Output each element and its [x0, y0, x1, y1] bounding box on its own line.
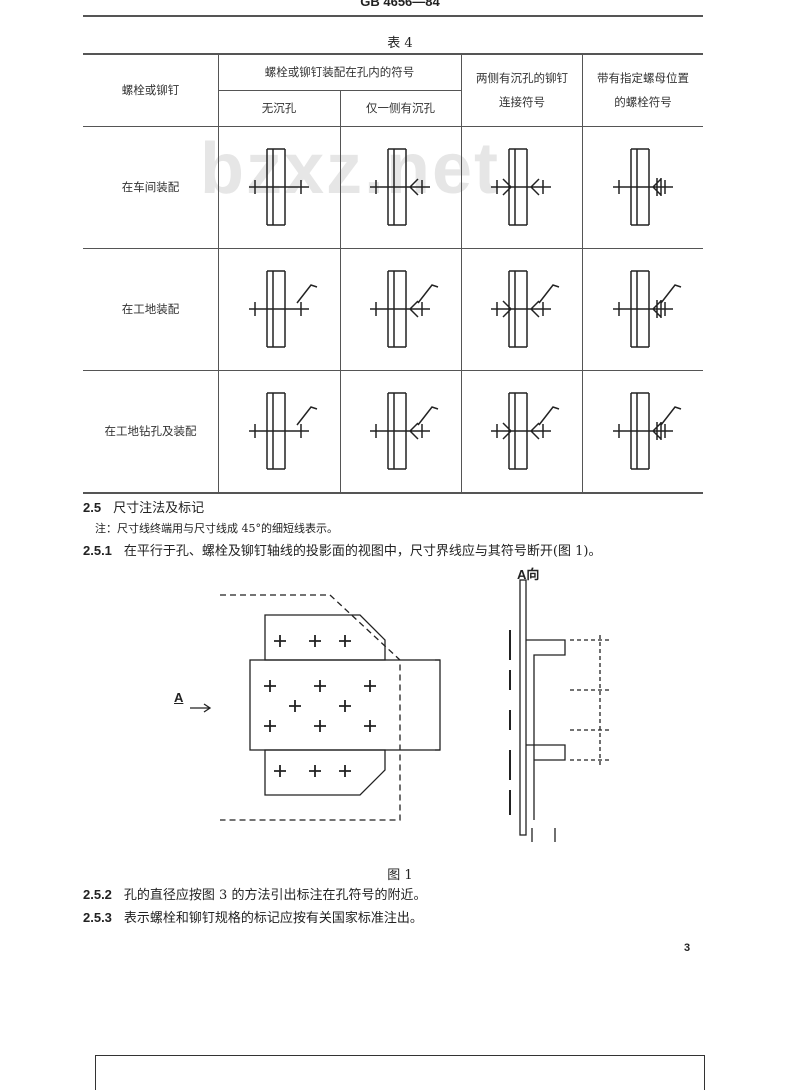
- bolt-symbol-r2-c4: [613, 270, 682, 348]
- table-caption: 表 4: [387, 36, 413, 51]
- standard-code: GB 4656—84: [360, 0, 440, 9]
- header-one-side-countersink: 仅一侧有沉孔: [366, 101, 435, 115]
- note: 注：尺寸线终端用与尺寸线成 45°的细短线表示。: [95, 522, 338, 535]
- figure-caption: 图 1: [387, 868, 413, 883]
- header-both-sides-countersink: 两侧有沉孔的铆钉连接符号: [476, 70, 568, 109]
- bottom-frame: [95, 1055, 705, 1090]
- bolt-symbol-r2-c3: [491, 270, 560, 348]
- bolt-symbol-r1-c3: [491, 148, 551, 226]
- header-nut-position: 带有指定螺母位置的螺栓符号: [597, 70, 689, 109]
- figure-arrow-label: A: [174, 690, 184, 705]
- bolt-symbol-r3-c3: [491, 392, 560, 470]
- bolt-symbol-r1-c4: [613, 148, 673, 226]
- bolt-symbol-r1-c1: [249, 148, 309, 226]
- page-number: 3: [684, 942, 691, 954]
- table-symbols: [249, 148, 682, 470]
- bolt-symbol-r1-c2: [370, 148, 430, 226]
- header-symbol-in-hole: 螺栓或铆钉装配在孔内的符号: [264, 64, 415, 79]
- bolt-symbol-r3-c4: [613, 392, 682, 470]
- figure-view-label: A向: [517, 567, 540, 582]
- bolt-symbol-r2-c2: [370, 270, 439, 348]
- figure-1-drawing: [190, 579, 610, 842]
- row-label-workshop: 在车间装配: [121, 180, 180, 194]
- header-rule: [83, 15, 703, 17]
- table-4: 螺栓或铆钉 螺栓或铆钉装配在孔内的符号 无沉孔 仅一侧有沉孔 两侧有沉孔的铆钉连…: [83, 53, 703, 494]
- bolt-symbol-r2-c1: [249, 270, 318, 348]
- header-no-countersink: 无沉孔: [261, 101, 297, 115]
- bolt-symbol-r3-c1: [249, 392, 318, 470]
- row-label-site: 在工地装配: [121, 302, 180, 316]
- row-label-site-drill: 在工地钻孔及装配: [104, 424, 197, 438]
- bolt-symbol-r3-c2: [370, 392, 439, 470]
- watermark: bzxz.net: [200, 129, 501, 209]
- header-bolt-or-rivet: 螺栓或铆钉: [121, 82, 180, 97]
